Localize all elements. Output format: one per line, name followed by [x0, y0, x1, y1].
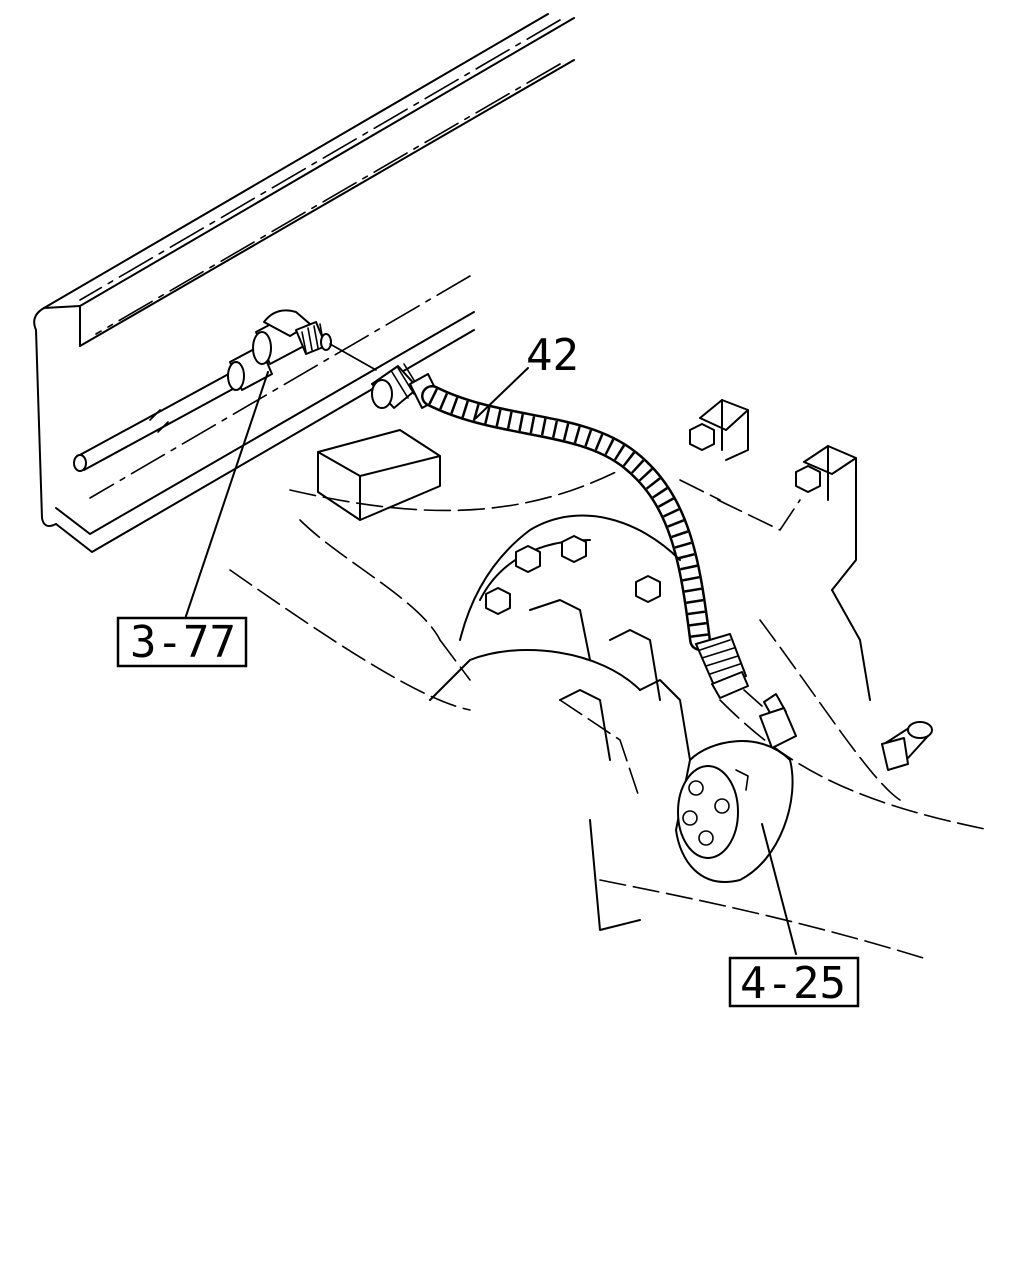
sensor-4-25 — [675, 693, 797, 883]
mounting-bracket — [679, 399, 871, 701]
leader-line-42 — [475, 367, 529, 419]
frame-rail — [33, 13, 575, 553]
axle-housing — [229, 429, 991, 961]
label-box-3-77: 3-77 — [116, 616, 248, 668]
flange-bolts — [485, 423, 821, 615]
hose-assembly-42 — [371, 363, 749, 699]
label-3-77: 3-77 — [130, 617, 236, 668]
label-4-25: 4-25 — [740, 958, 846, 1009]
label-box-4-25: 4-25 — [728, 956, 860, 1009]
leader-line-4-25 — [761, 823, 797, 955]
leader-line-3-77 — [183, 371, 269, 623]
label-42: 42 — [526, 330, 579, 381]
connection-line-upper — [329, 343, 377, 371]
stud-bolt — [881, 721, 933, 771]
connection-line-lower — [743, 689, 763, 707]
cable-fitting-3-77 — [73, 309, 332, 472]
